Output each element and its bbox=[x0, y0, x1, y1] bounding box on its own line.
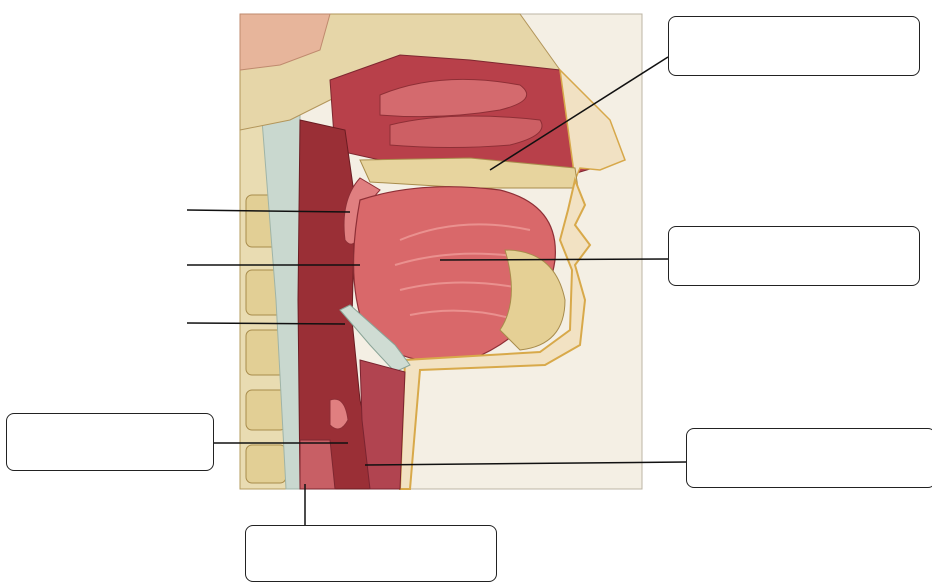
nasal-concha bbox=[390, 116, 542, 148]
leader-line-left-3 bbox=[187, 323, 345, 324]
leader-line-mid-right bbox=[440, 259, 668, 260]
vertebra bbox=[246, 390, 286, 430]
label-box-bottom[interactable] bbox=[245, 525, 497, 582]
label-box-middle-right[interactable] bbox=[668, 226, 920, 286]
label-box-left[interactable] bbox=[6, 413, 214, 471]
esophagus bbox=[300, 440, 335, 489]
label-box-top-right[interactable] bbox=[668, 16, 920, 76]
label-box-lower-right[interactable] bbox=[686, 428, 932, 488]
vertebra bbox=[246, 445, 286, 483]
